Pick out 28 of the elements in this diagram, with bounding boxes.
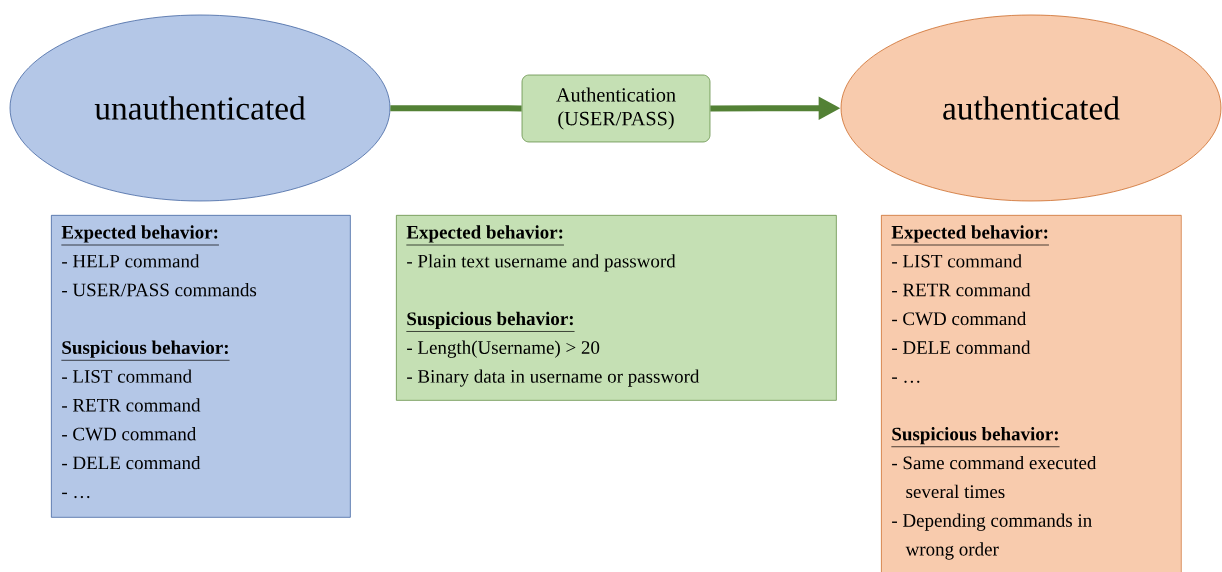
section-heading: Expected behavior: (61, 225, 220, 246)
description-box (881, 215, 1182, 572)
list-item: - RETR command (892, 283, 1031, 297)
list-item: - … (892, 377, 920, 383)
list-item: - Same command executed several times (892, 455, 1097, 499)
list-item: - RETR command (62, 398, 201, 412)
description-box (396, 215, 837, 401)
list-item: - LIST command (62, 369, 192, 383)
list-item: - HELP command (62, 254, 200, 268)
section-heading: Expected behavior: (406, 225, 565, 246)
process-box: Authentication (USER/PASS) (521, 74, 711, 143)
list-item: - LIST command (892, 254, 1022, 268)
connector-line (390, 105, 522, 112)
list-item: - Binary data in username or password (407, 369, 700, 387)
list-item: - USER/PASS commands (62, 283, 257, 297)
description-box (51, 215, 351, 518)
list-item: - … (62, 492, 90, 499)
section-heading: Expected behavior: (891, 225, 1050, 246)
list-item: - CWD command (62, 427, 197, 441)
section-heading: Suspicious behavior: (891, 427, 1060, 448)
section-heading: Suspicious behavior: (61, 340, 230, 361)
list-item: - Length(Username) > 20 (407, 340, 600, 358)
section-heading: Suspicious behavior: (406, 311, 575, 332)
list-item: - Depending commands in wrong order (892, 513, 1092, 560)
list-item: - DELE command (62, 455, 201, 470)
list-item: - CWD command (892, 311, 1027, 326)
list-item: - DELE command (892, 340, 1031, 354)
list-item: - Plain text username and password (407, 254, 676, 272)
